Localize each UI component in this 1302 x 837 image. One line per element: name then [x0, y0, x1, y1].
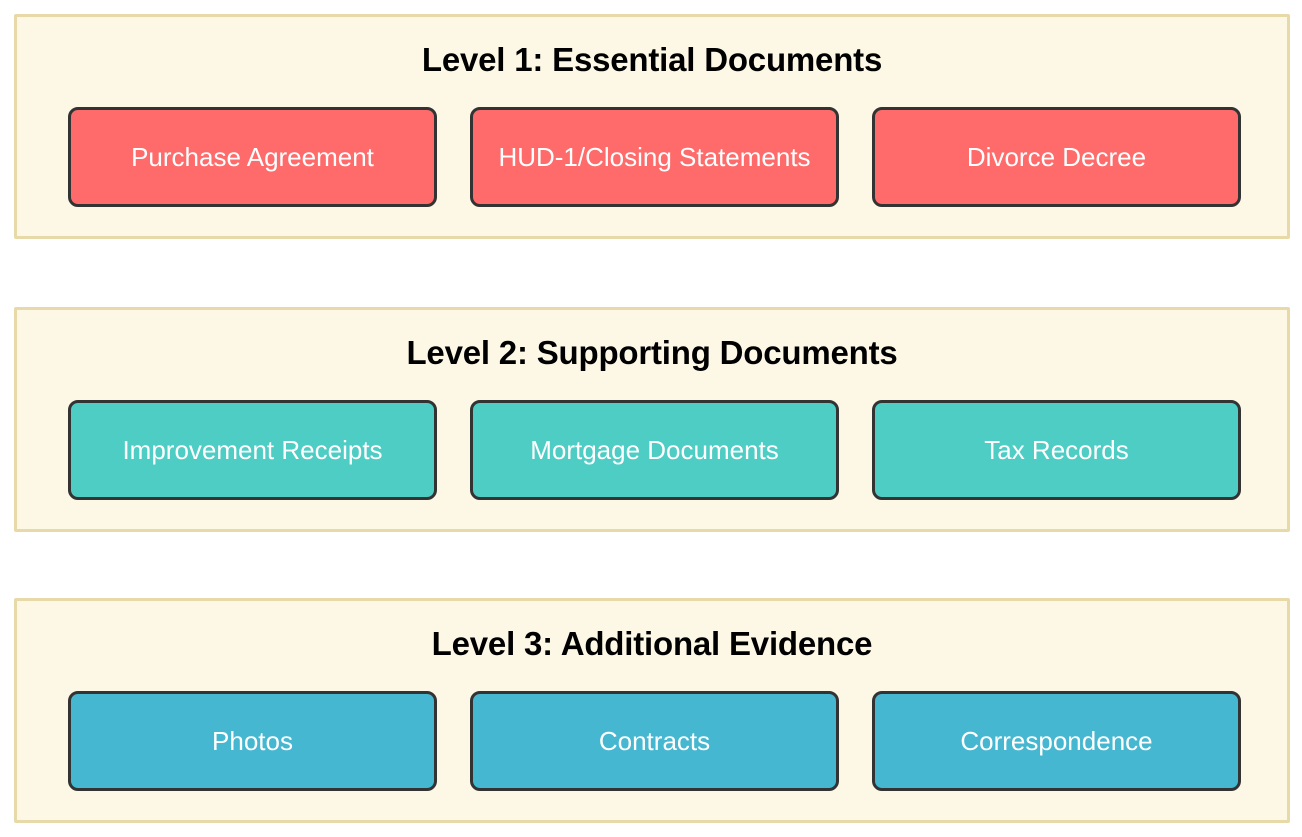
level-title-2: Level 2: Supporting Documents	[406, 334, 898, 371]
document-box-contracts[interactable]: Contracts	[470, 691, 839, 791]
document-box-improvement-receipts[interactable]: Improvement Receipts	[68, 400, 437, 500]
document-box-divorce-decree[interactable]: Divorce Decree	[872, 107, 1241, 207]
document-box-hud1-closing-statements[interactable]: HUD-1/Closing Statements	[470, 107, 839, 207]
level-title-3: Level 3: Additional Evidence	[431, 625, 873, 662]
level-panel-1: Level 1: Essential Documents Purchase Ag…	[14, 14, 1290, 239]
level-1-boxes-row: Purchase Agreement HUD-1/Closing Stateme…	[17, 107, 1287, 207]
document-box-tax-records[interactable]: Tax Records	[872, 400, 1241, 500]
level-panel-2: Level 2: Supporting Documents Improvemen…	[14, 307, 1290, 532]
document-box-mortgage-documents[interactable]: Mortgage Documents	[470, 400, 839, 500]
document-box-correspondence[interactable]: Correspondence	[872, 691, 1241, 791]
level-3-boxes-row: Photos Contracts Correspondence	[17, 691, 1287, 791]
document-box-purchase-agreement[interactable]: Purchase Agreement	[68, 107, 437, 207]
document-box-photos[interactable]: Photos	[68, 691, 437, 791]
level-title-1: Level 1: Essential Documents	[421, 41, 883, 78]
level-2-boxes-row: Improvement Receipts Mortgage Documents …	[17, 400, 1287, 500]
level-panel-3: Level 3: Additional Evidence Photos Cont…	[14, 598, 1290, 823]
